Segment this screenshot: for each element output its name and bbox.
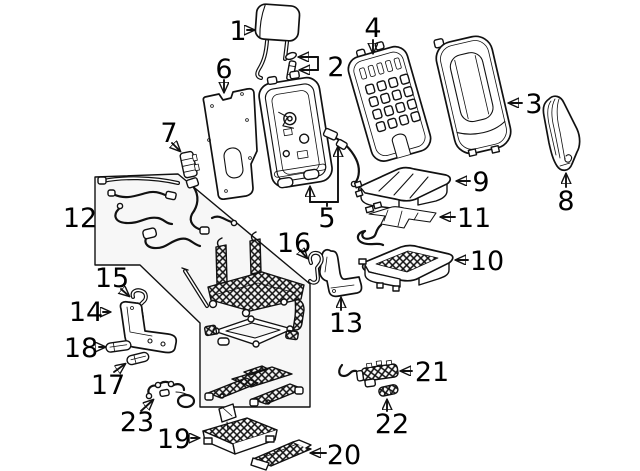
callout-label-17: 17 [91, 370, 125, 401]
part-side-shield [319, 248, 363, 298]
part-bezel-clip-17 [126, 351, 150, 366]
callout-arrows [99, 30, 566, 453]
callout-label-6: 6 [215, 54, 232, 85]
callout-label-4: 4 [364, 13, 381, 44]
part-seat-pan-frame [203, 315, 299, 348]
part-wire-harness [145, 380, 196, 409]
part-armrest-bolster [542, 95, 581, 172]
callout-label-16: 16 [277, 228, 311, 259]
callout-labels: 1 2 3 4 5 6 7 8 9 10 11 12 13 14 15 16 1… [63, 13, 575, 471]
part-connector-clip [378, 384, 399, 397]
callout-label-12: 12 [63, 203, 97, 234]
callout-arrow-17 [113, 364, 125, 372]
callout-label-2: 2 [327, 52, 344, 83]
callout-label-1: 1 [229, 16, 246, 47]
callout-bracket-5 [309, 201, 339, 207]
part-latch-handle [179, 150, 200, 179]
part-seatback-hinge-frame [207, 231, 305, 331]
callout-label-3: 3 [525, 89, 542, 120]
callout-label-20: 20 [327, 440, 361, 471]
callout-label-19: 19 [157, 424, 191, 455]
callout-arrow-15 [121, 289, 129, 296]
part-recliner-side-trim [119, 300, 178, 354]
callout-label-7: 7 [160, 118, 177, 149]
part-seatback-cover [433, 35, 512, 158]
part-wiring-harness-set [97, 176, 238, 250]
part-seat-adjuster-track [204, 365, 304, 407]
callout-label-15: 15 [95, 263, 129, 294]
callout-arrow-16 [299, 249, 307, 258]
part-seatback-frame [258, 70, 360, 189]
part-riser-bracket [202, 403, 278, 455]
callout-label-18: 18 [64, 333, 98, 364]
callout-label-9: 9 [472, 167, 489, 198]
callout-arrow-23 [140, 400, 153, 412]
callout-label-13: 13 [329, 308, 363, 339]
part-seatback-pad [347, 41, 432, 162]
part-cushion-lower-pan [358, 244, 454, 292]
part-latch-actuator [338, 359, 399, 388]
callout-label-5: 5 [318, 203, 335, 234]
callout-label-23: 23 [120, 407, 154, 438]
part-seat-cushion-pad [353, 166, 452, 210]
callout-label-22: 22 [375, 409, 409, 440]
part-hook-bracket [307, 250, 324, 285]
part-bezel-clip-18 [105, 340, 132, 353]
part-seat-track-rail [250, 439, 312, 471]
part-seat-heater-mat [356, 201, 437, 247]
callout-label-11: 11 [457, 203, 491, 234]
callout-label-10: 10 [470, 246, 504, 277]
part-seatback-panel [202, 87, 258, 201]
callout-arrow-7 [172, 143, 180, 151]
part-stabilizer-rod [181, 267, 209, 308]
callout-label-14: 14 [69, 297, 103, 328]
callout-label-8: 8 [557, 186, 574, 217]
part-headrest [254, 3, 301, 80]
callout-label-21: 21 [415, 357, 449, 388]
